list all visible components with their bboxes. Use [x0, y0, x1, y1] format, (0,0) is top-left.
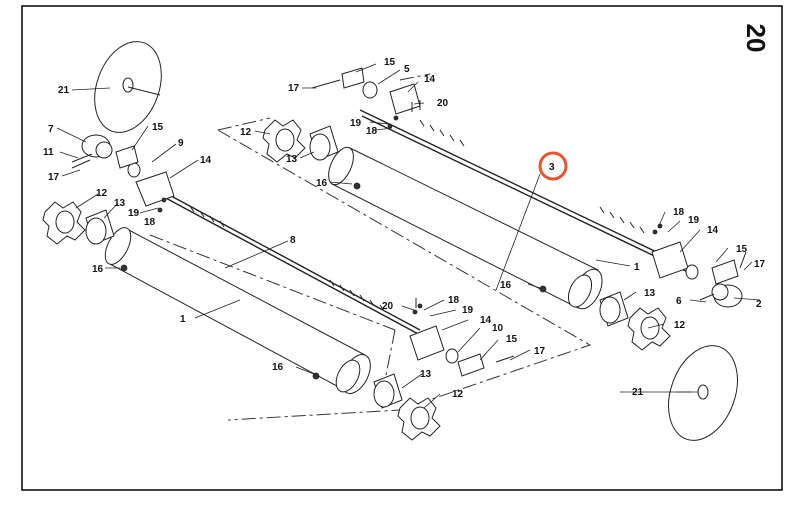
- callout-6: 6: [676, 296, 682, 307]
- leader-lines: [56, 63, 761, 409]
- callout-19-d: 19: [462, 305, 474, 316]
- plate-15-b: [341, 67, 365, 89]
- callout-21-lower: 21: [632, 387, 644, 398]
- bearing-10: [445, 348, 459, 364]
- bracket-14-d: [409, 325, 459, 364]
- sleeve-13-c: [599, 291, 629, 327]
- sprocket-12-a: [42, 201, 86, 245]
- callout-20-a: 20: [437, 98, 449, 109]
- sprocket-12-d: [397, 397, 441, 441]
- callout-14-b: 14: [424, 74, 436, 85]
- highlight-ring-callout-3: [538, 151, 568, 181]
- callout-11: 11: [43, 147, 54, 158]
- coupling-2: [711, 283, 743, 308]
- callout-8: 8: [290, 235, 296, 246]
- bearing-5: [362, 81, 378, 99]
- page-number: 20: [741, 23, 772, 53]
- setscrew-16-d: [312, 372, 320, 380]
- sleeve-13-a: [85, 209, 115, 245]
- bracket-14-c: [651, 241, 699, 280]
- sprocket-12-c: [627, 307, 671, 351]
- lower-shaft: [159, 189, 421, 331]
- upper-assembly-outline-top: [217, 73, 431, 131]
- callout-16-a: 16: [92, 264, 104, 275]
- disk-21-lower: [668, 345, 738, 441]
- callout-labels: 21 7 11 17 15 9 14 12 13 19 18 16 1 8 17…: [43, 57, 766, 400]
- callout-21-upper: 21: [58, 85, 70, 96]
- callout-17-a: 17: [48, 172, 60, 183]
- callout-12-c: 12: [674, 320, 686, 331]
- upper-shaft: [359, 109, 691, 269]
- callout-17-c: 17: [754, 259, 766, 270]
- sleeve-13-b: [309, 125, 339, 161]
- callout-14-d: 14: [480, 315, 492, 326]
- callout-13-d: 13: [420, 369, 432, 380]
- callout-20-b: 20: [382, 301, 394, 312]
- callout-12-d: 12: [452, 389, 464, 400]
- sleeve-13-d: [373, 373, 403, 409]
- callout-5: 5: [404, 64, 410, 75]
- callout-13-c: 13: [644, 288, 656, 299]
- bracket-14-b: [362, 81, 421, 115]
- callout-19-c: 19: [688, 215, 700, 226]
- callout-17-d: 17: [534, 346, 546, 357]
- callout-15-b: 15: [384, 57, 396, 68]
- callout-12-a: 12: [96, 188, 108, 199]
- plate-15-c: [711, 259, 739, 285]
- callout-15-a: 15: [152, 122, 164, 133]
- lower-assembly-outline: [217, 129, 592, 421]
- callout-15-d: 15: [506, 334, 518, 345]
- callout-16-d: 16: [272, 362, 284, 373]
- callout-1-upper: 1: [634, 262, 640, 273]
- callout-13-b: 13: [286, 154, 298, 165]
- callout-18-b: 18: [366, 126, 378, 137]
- sprocket-12-b: [262, 119, 306, 163]
- callout-1-lower: 1: [180, 314, 186, 325]
- callout-17-b: 17: [288, 83, 300, 94]
- callout-14-c: 14: [707, 225, 719, 236]
- bracket-14-a: [127, 162, 175, 207]
- callout-10: 10: [492, 323, 504, 334]
- callout-19-b: 19: [350, 118, 362, 129]
- plate-15-a: [115, 145, 139, 169]
- callout-15-c: 15: [736, 244, 748, 255]
- callout-18-c: 18: [673, 207, 685, 218]
- diagram-frame: [21, 5, 783, 491]
- callout-18-d: 18: [448, 295, 460, 306]
- callout-9: 9: [178, 138, 184, 149]
- setscrew-16-c: [539, 285, 547, 293]
- callout-16-b: 16: [316, 178, 328, 189]
- callout-13-a: 13: [114, 198, 126, 209]
- disk-21-upper: [94, 41, 162, 133]
- upper-roller-tube: [331, 147, 599, 309]
- callout-19-a: 19: [128, 208, 140, 219]
- callout-7: 7: [48, 124, 54, 135]
- setscrew-16-a: [120, 264, 128, 272]
- plate-15-d: [457, 353, 485, 377]
- callout-3: 3: [549, 162, 555, 173]
- coupling-7: [81, 134, 113, 159]
- callout-12-b: 12: [240, 127, 252, 138]
- callout-14-a: 14: [200, 155, 212, 166]
- callout-2: 2: [756, 299, 762, 310]
- lower-roller-tube: [109, 227, 366, 393]
- callout-18-a: 18: [144, 217, 156, 228]
- upper-roller-assembly: [328, 109, 693, 310]
- lower-roller-assembly: [104, 189, 423, 394]
- callout-16-c: 16: [500, 280, 512, 291]
- setscrew-16-b: [353, 182, 361, 190]
